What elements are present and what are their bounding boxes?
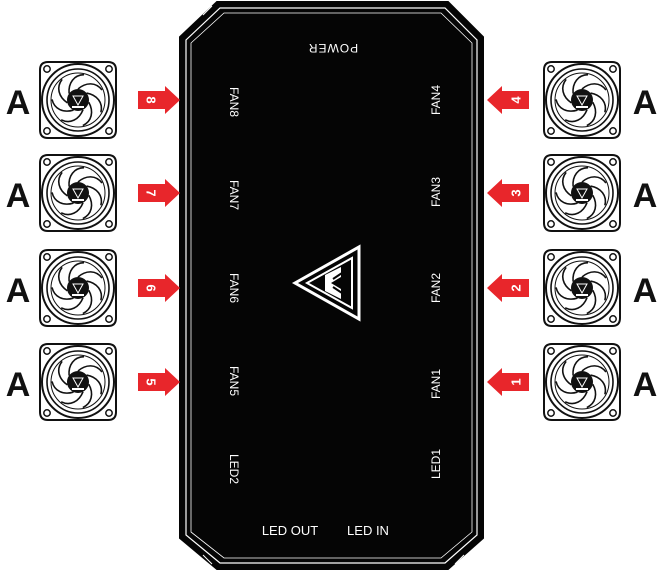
- arrow-icon: 3: [487, 179, 529, 207]
- fan-tag-right-4: A: [633, 366, 658, 404]
- fan-icon: [40, 155, 116, 231]
- arrow-icon: 5: [138, 368, 180, 396]
- right-fans: [544, 62, 620, 420]
- fan-icon: [544, 62, 620, 138]
- left-arrows: 8 7 6 5: [138, 86, 180, 396]
- port-label-fan7: FAN7: [227, 180, 241, 210]
- fan-icon: [544, 250, 620, 326]
- arrow-number-6: 6: [144, 284, 159, 291]
- arrow-icon: 6: [138, 274, 180, 302]
- port-label-fan4: FAN4: [429, 85, 443, 115]
- arrow-number-8: 8: [144, 96, 159, 103]
- arrow-icon: 2: [487, 274, 529, 302]
- arrow-number-1: 1: [509, 378, 524, 385]
- fan-icon: [544, 344, 620, 420]
- port-label-fan5: FAN5: [227, 366, 241, 396]
- fan-icon: [40, 250, 116, 326]
- led-in-label: LED IN: [347, 523, 389, 538]
- arrow-number-2: 2: [509, 284, 524, 291]
- arrow-number-4: 4: [509, 96, 524, 104]
- fan-icon: [544, 155, 620, 231]
- fan-tag-left-1: A: [6, 84, 31, 122]
- fan-tag-right-3: A: [633, 272, 658, 310]
- fan-tag-right-1: A: [633, 84, 658, 122]
- fan-tag-left-4: A: [6, 366, 31, 404]
- fan-icon: [40, 62, 116, 138]
- port-label-led2: LED2: [227, 454, 241, 484]
- arrow-number-7: 7: [144, 189, 159, 196]
- arrow-number-3: 3: [509, 189, 524, 196]
- port-label-fan3: FAN3: [429, 177, 443, 207]
- arrow-icon: 7: [138, 179, 180, 207]
- left-fans: [40, 62, 116, 420]
- port-label-fan1: FAN1: [429, 369, 443, 399]
- port-label-fan8: FAN8: [227, 87, 241, 117]
- fan-tag-right-2: A: [633, 177, 658, 215]
- arrow-icon: 8: [138, 86, 180, 114]
- port-label-led1: LED1: [429, 449, 443, 479]
- port-label-fan2: FAN2: [429, 273, 443, 303]
- led-out-label: LED OUT: [262, 523, 318, 538]
- arrow-icon: 1: [487, 368, 529, 396]
- fan-tag-left-2: A: [6, 177, 31, 215]
- fan-tag-left-3: A: [6, 272, 31, 310]
- port-label-fan6: FAN6: [227, 273, 241, 303]
- power-label: POWER: [308, 41, 358, 55]
- fan-icon: [40, 344, 116, 420]
- arrow-number-5: 5: [144, 378, 159, 385]
- arrow-icon: 4: [487, 86, 529, 114]
- right-arrows: 4 3 2 1: [487, 86, 529, 396]
